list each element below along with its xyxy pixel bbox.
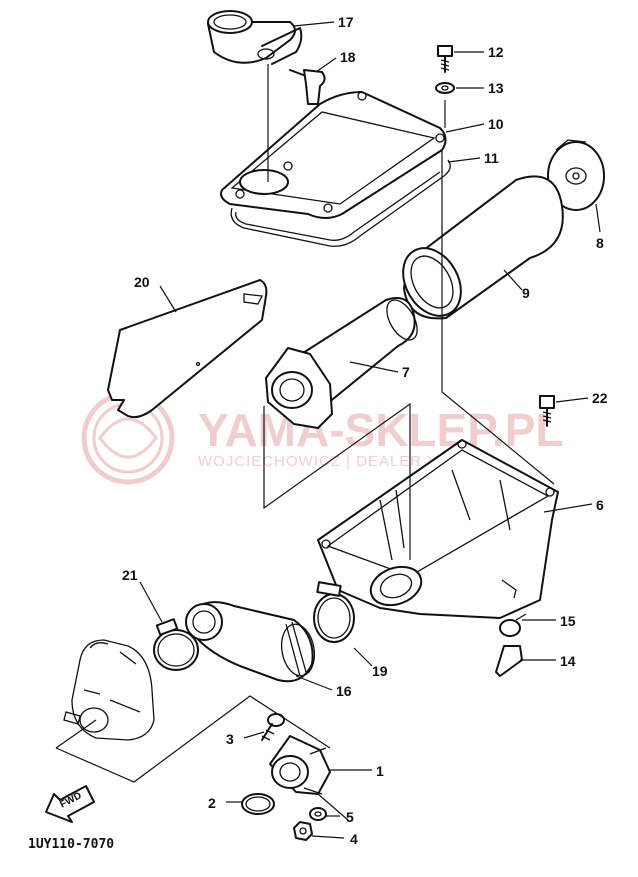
callout-16: 16 (336, 683, 352, 699)
watermark-brand: YAMA-SKLEP.PL (198, 404, 564, 456)
part-17-elbow-cap (207, 10, 303, 65)
assembly-lines (55, 64, 555, 821)
callout-11: 11 (484, 150, 499, 166)
fwd-arrow-icon: FWD (45, 785, 95, 823)
part-11-seal (230, 159, 451, 247)
part-14-drain-plug (495, 645, 523, 677)
watermark-tagline: WOJCIECHOWICZ | DEALER YAMAHA (198, 453, 495, 470)
callout-5: 5 (346, 809, 354, 825)
callout-2: 2 (208, 795, 216, 811)
part-19-clamp (313, 581, 355, 643)
part-3-screw (261, 713, 285, 741)
callout-17: 17 (338, 14, 354, 30)
callout-9: 9 (522, 285, 530, 301)
part-5-washer (309, 807, 327, 821)
callout-19: 19 (372, 663, 388, 679)
callout-8: 8 (596, 235, 604, 251)
callout-21: 21 (122, 567, 138, 583)
part-4-nut (293, 821, 313, 841)
leader-lines (139, 21, 601, 839)
part-22-bolt (539, 395, 555, 427)
part-20-plate (107, 279, 268, 419)
callout-15: 15 (560, 613, 576, 629)
callout-20: 20 (134, 274, 150, 290)
callout-10: 10 (488, 116, 504, 132)
callout-22: 22 (592, 390, 608, 406)
part-13-washer (435, 82, 455, 94)
callout-13: 13 (488, 80, 504, 96)
carburetor-outline (63, 639, 155, 741)
callout-4: 4 (350, 831, 358, 847)
part-9-filter-element (402, 175, 564, 320)
callout-12: 12 (488, 44, 504, 60)
callout-3: 3 (226, 731, 234, 747)
part-6-air-case (317, 439, 559, 619)
callout-14: 14 (560, 653, 576, 669)
part-1-manifold (269, 735, 331, 795)
part-7-intake-tube (265, 297, 418, 429)
callout-18: 18 (340, 49, 356, 65)
callout-6: 6 (596, 497, 604, 513)
part-2-o-ring (241, 793, 275, 815)
part-8-end-cap (547, 139, 605, 211)
part-18-breather-hose (289, 69, 326, 105)
watermark: YAMA-SKLEP.PL WOJCIECHOWICZ | DEALER YAM… (81, 391, 564, 485)
callout-1: 1 (376, 763, 384, 779)
part-16-joint (185, 601, 316, 683)
diagram-code: 1UY110-7070 (28, 837, 114, 852)
part-15-clip (499, 613, 527, 637)
callout-7: 7 (402, 364, 410, 380)
part-21-clamp (153, 618, 199, 671)
callouts: 17 18 12 13 10 11 8 9 20 7 22 6 15 14 21… (122, 14, 608, 847)
part-12-bolt (437, 45, 453, 73)
